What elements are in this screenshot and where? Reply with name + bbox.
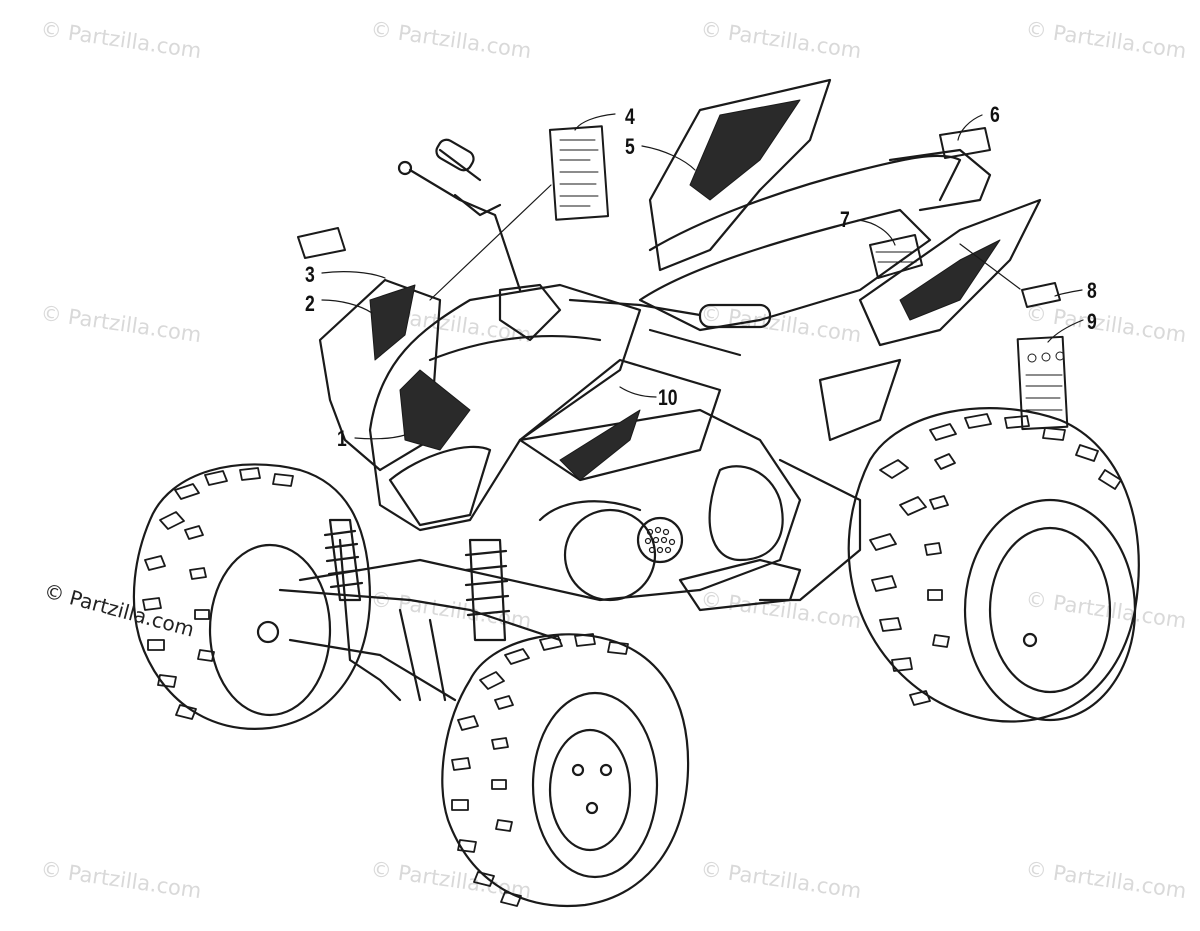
front-left-shock xyxy=(323,518,364,602)
handlebar xyxy=(397,138,772,357)
callout-7: 7 xyxy=(840,207,850,232)
rear-right-wheel xyxy=(847,407,1140,723)
decal-7 xyxy=(869,234,923,279)
callout-1: 1 xyxy=(337,426,347,451)
callout-5: 5 xyxy=(625,134,635,159)
seat xyxy=(638,154,962,332)
decal-9 xyxy=(1016,335,1069,431)
decal-8 xyxy=(1021,282,1061,308)
front-right-shock xyxy=(464,538,511,642)
front-left-fender xyxy=(318,278,442,472)
callout-8: 8 xyxy=(1087,278,1097,303)
rear-right-fender xyxy=(818,198,1042,442)
decal-4 xyxy=(548,125,610,221)
front-right-wheel xyxy=(441,633,690,908)
decal-3 xyxy=(297,227,346,259)
frame xyxy=(278,518,702,702)
footpeg xyxy=(678,558,802,612)
callout-4: 4 xyxy=(625,104,635,129)
callout-3: 3 xyxy=(305,262,315,287)
rear-rack xyxy=(888,148,992,212)
decal-6 xyxy=(939,127,991,159)
callout-6: 6 xyxy=(990,102,1000,127)
callout-10: 10 xyxy=(658,385,678,410)
leader-lines xyxy=(321,113,1084,440)
front-right-fender xyxy=(518,358,722,482)
heel-guard xyxy=(818,358,902,442)
front-nose xyxy=(368,283,642,532)
front-left-wheel xyxy=(132,463,372,730)
callout-2: 2 xyxy=(305,291,315,316)
rear-left-fender xyxy=(648,78,832,272)
engine xyxy=(518,408,862,612)
callout-9: 9 xyxy=(1087,309,1097,334)
